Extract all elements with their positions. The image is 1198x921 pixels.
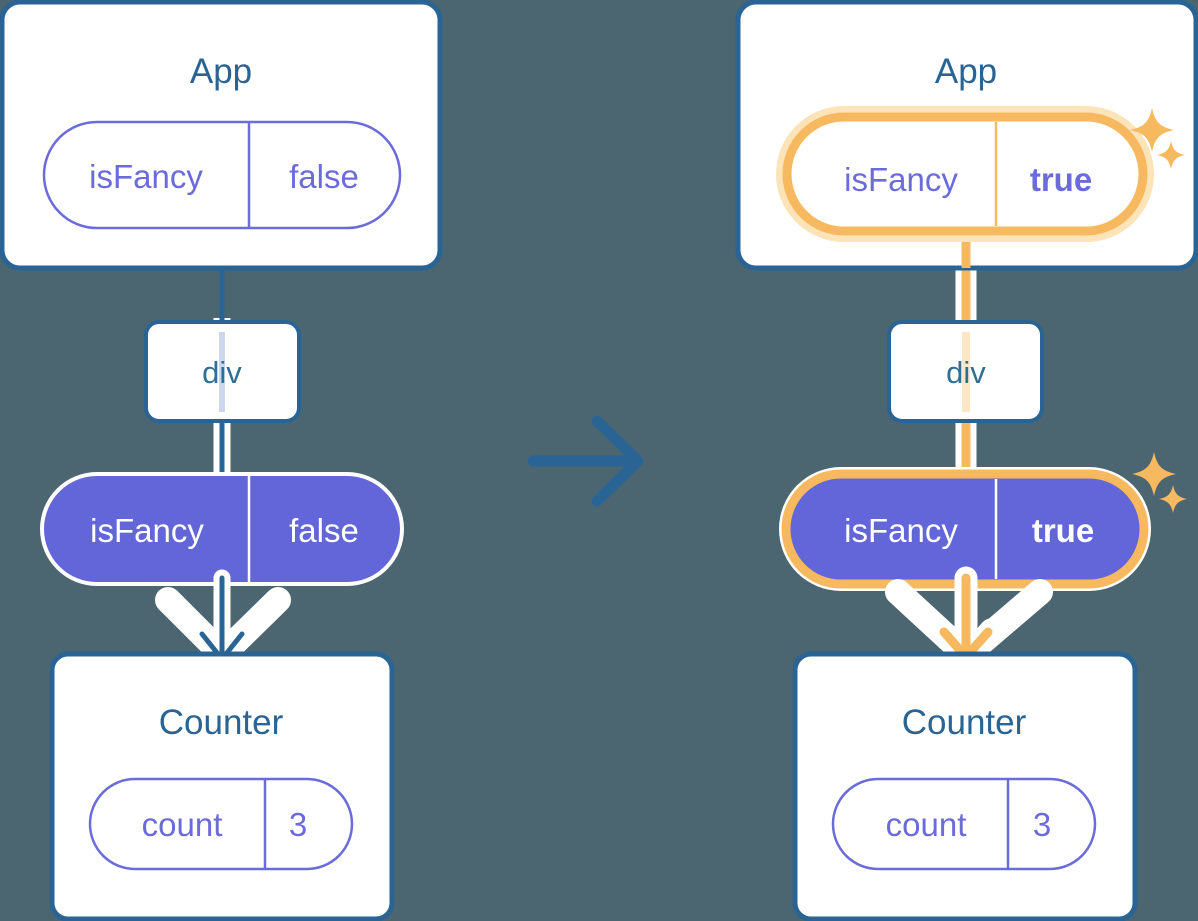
arrow-right-icon: [527, 415, 644, 507]
app-state-pill-glow-right: [776, 106, 1154, 242]
sparkle-large-bottom-icon: [1132, 452, 1176, 496]
sparkle-large-top-icon: [1130, 108, 1174, 152]
app-state-pill-ring-right: [782, 112, 1148, 236]
counter-state-pill-right: [831, 777, 1097, 871]
app-state-pill-left: [42, 120, 402, 230]
prop-pill-left: [44, 476, 400, 582]
sparkle-small-bottom-icon: [1159, 485, 1187, 513]
counter-state-pill-left: [88, 777, 354, 871]
sparkle-small-top-icon: [1157, 141, 1185, 169]
